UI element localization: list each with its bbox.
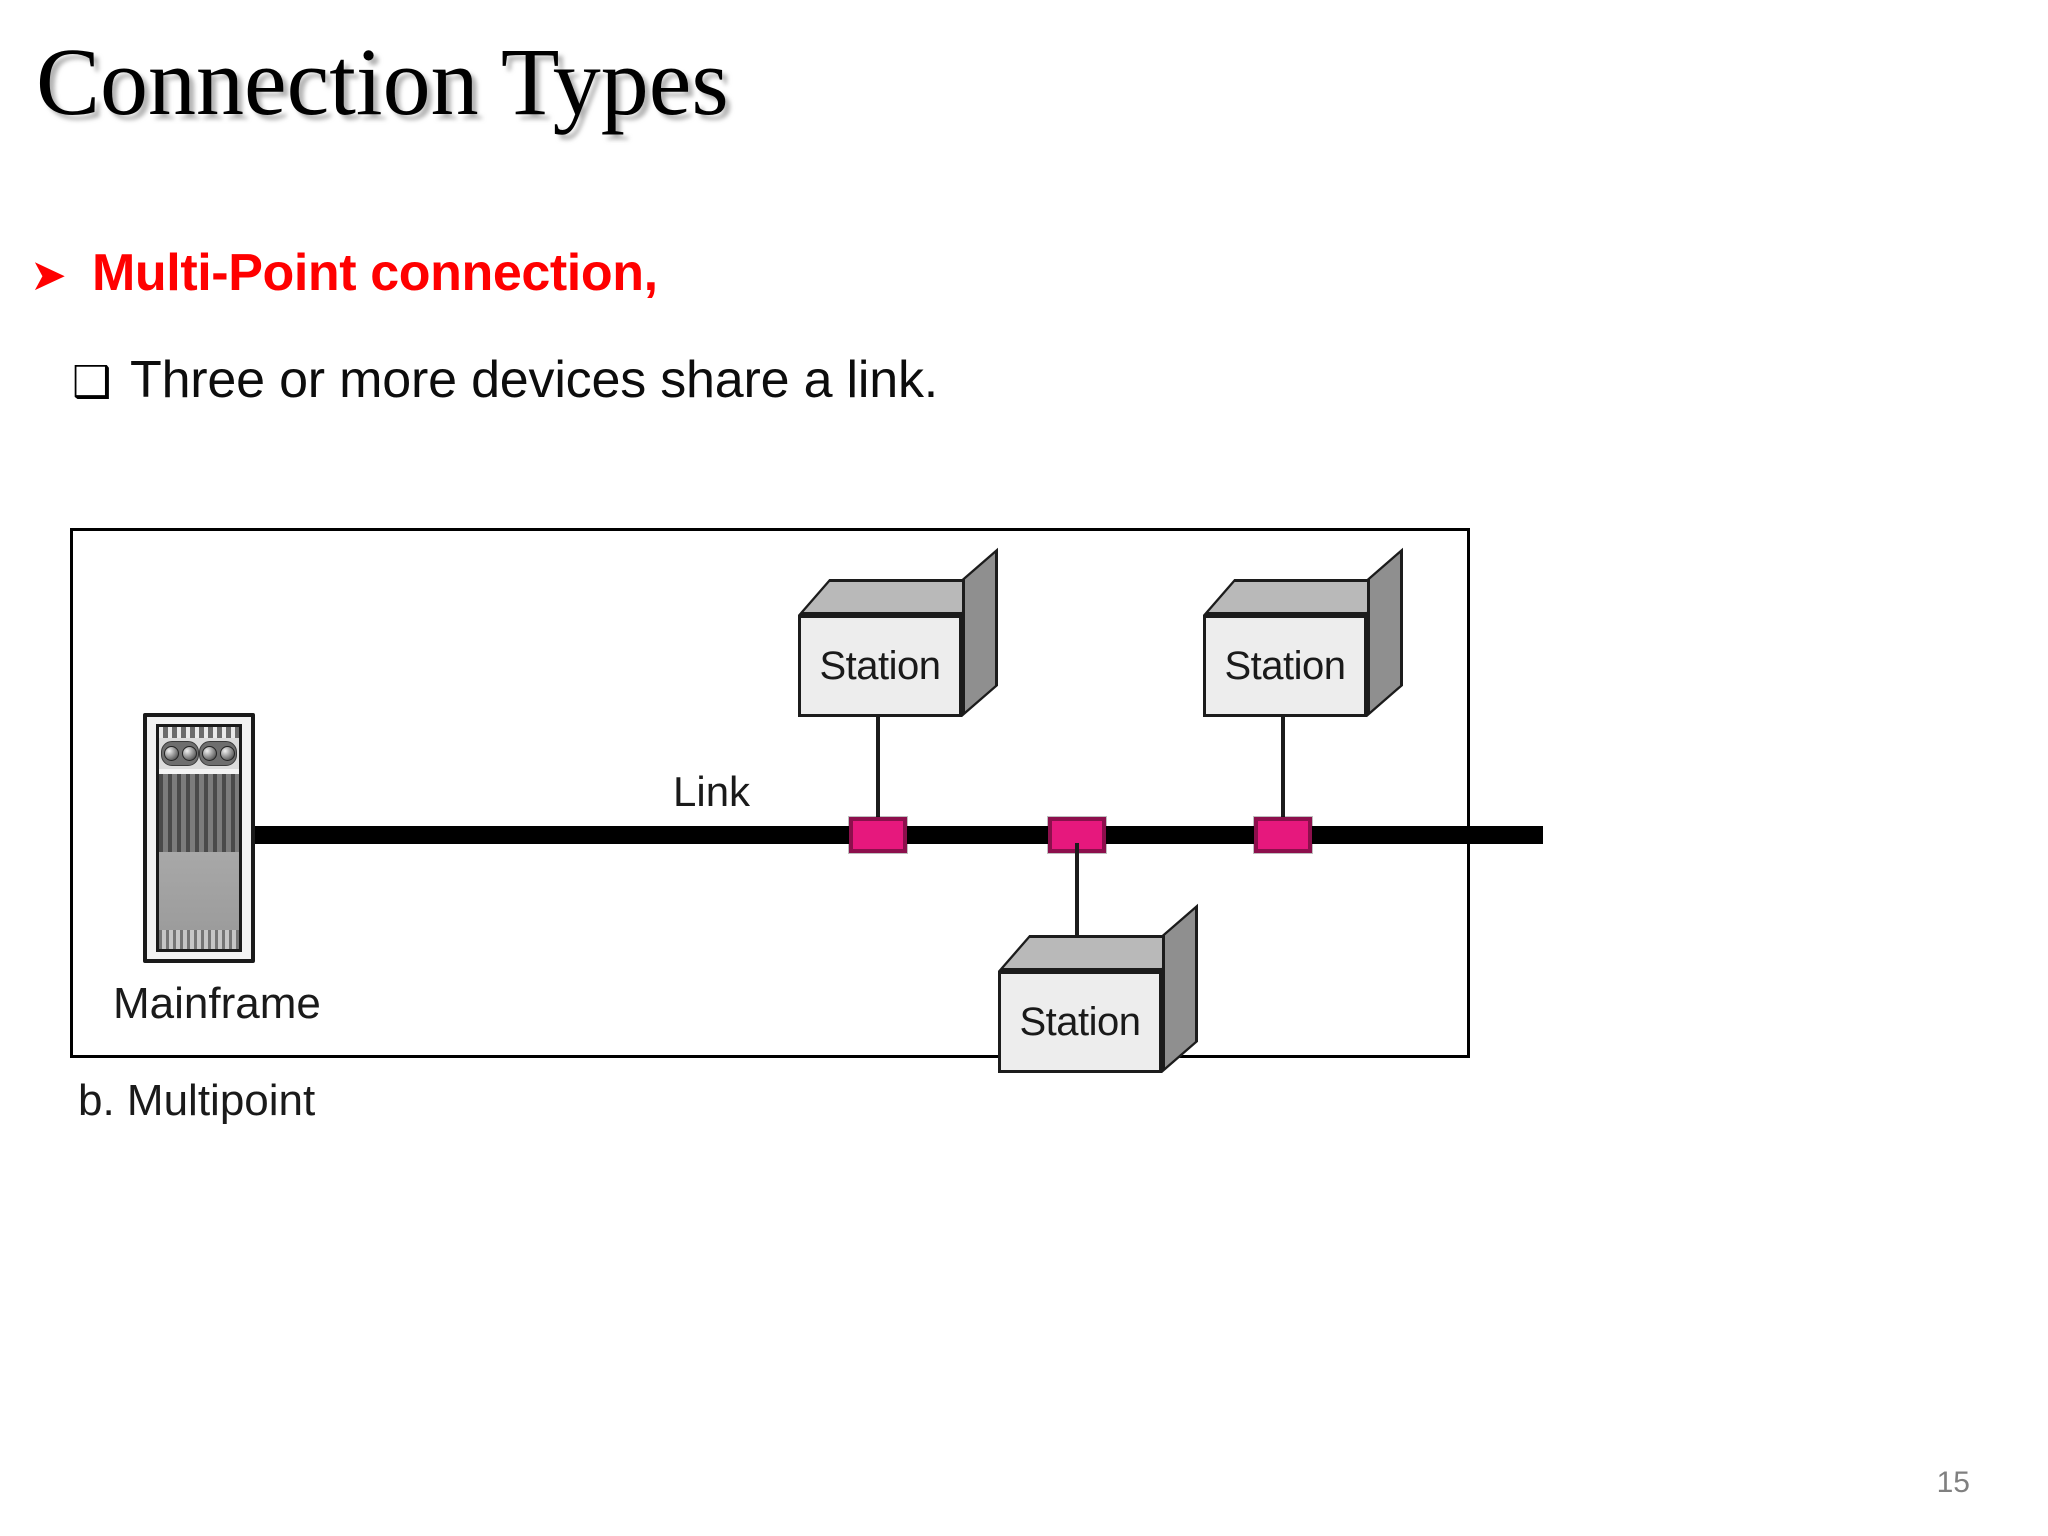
bullet-item-multipoint: ➤ Multi-Point connection, <box>30 243 658 303</box>
station-lead-line <box>1075 843 1079 947</box>
mainframe-upper-slots <box>159 774 239 852</box>
station-bottom-middle: Station <box>998 831 1198 1073</box>
station-label: Station <box>1019 999 1141 1044</box>
diagram-frame: Link <box>70 528 1543 1073</box>
mainframe-lower-slots <box>159 930 239 949</box>
station-side-face <box>1162 903 1198 1073</box>
tape-reel-icon <box>163 746 179 761</box>
station-side-face <box>962 547 998 717</box>
station-lead-line <box>1281 717 1285 829</box>
bullet-label-multipoint: Multi-Point connection, <box>92 244 658 302</box>
station-top-right: Station <box>1203 547 1403 717</box>
tape-reel-icon <box>219 746 235 761</box>
arrow-bullet-icon: ➤ <box>30 250 67 301</box>
mainframe-label: Mainframe <box>113 979 321 1028</box>
station-side-face <box>1367 547 1403 717</box>
square-bullet-icon: ❑ <box>72 357 112 408</box>
tap-1 <box>849 817 907 853</box>
figure-caption: b. Multipoint <box>78 1076 316 1125</box>
bullet-item-three-devices: ❑ Three or more devices share a link. <box>72 350 938 410</box>
station-front-face: Station <box>1203 615 1367 717</box>
tape-reel-icon <box>201 746 217 761</box>
multipoint-diagram: Link <box>64 528 2014 1158</box>
mainframe-body <box>159 852 239 930</box>
mainframe-cabinet <box>143 713 255 963</box>
mainframe-tape-reels <box>159 738 239 769</box>
station-lead-line <box>876 717 880 829</box>
mainframe-panel <box>156 724 242 952</box>
station-top-left: Station <box>798 547 998 717</box>
tap-3 <box>1254 817 1312 853</box>
tape-reel-pair <box>199 741 237 766</box>
bullet-label-three-devices: Three or more devices share a link. <box>130 351 939 409</box>
mainframe-divider <box>159 769 239 774</box>
tape-reel-pair <box>161 741 199 766</box>
station-front-face: Station <box>998 971 1162 1073</box>
tape-reel-icon <box>181 746 197 761</box>
page-title: Connection Types <box>36 28 729 135</box>
mainframe-vents <box>159 727 239 738</box>
station-front-face: Station <box>798 615 962 717</box>
link-label: Link <box>673 768 751 815</box>
mainframe-icon <box>143 713 255 963</box>
station-label: Station <box>819 643 941 688</box>
page-number: 15 <box>1936 1466 1970 1499</box>
station-label: Station <box>1224 643 1346 688</box>
